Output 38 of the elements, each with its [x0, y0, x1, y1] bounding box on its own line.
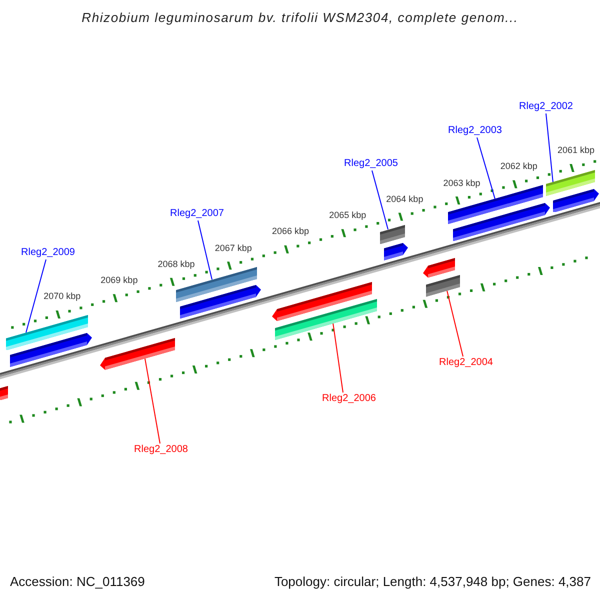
scale-label: 2070 kbp — [44, 291, 81, 302]
gene-label: Rleg2_2006 — [322, 393, 376, 405]
gene-bar — [0, 386, 8, 400]
gene-label: Rleg2_2003 — [448, 125, 502, 137]
scale-label: 2069 kbp — [100, 275, 138, 286]
scale-label: 2066 kbp — [272, 226, 310, 236]
pointed-gene-bar — [384, 243, 408, 261]
leader-line — [144, 358, 160, 444]
scale-label: 2068 kbp — [158, 258, 195, 269]
pointed-gene-bar — [423, 258, 455, 278]
scale-label: 2067 kbp — [214, 242, 252, 253]
pointed-gene-bar — [453, 202, 550, 241]
gene-bar — [380, 224, 405, 244]
gene-label: Rleg2_2008 — [134, 444, 188, 456]
gene-bar — [426, 274, 460, 297]
leader-line — [198, 220, 212, 280]
pointed-gene-bar — [553, 188, 599, 212]
gene-label: Rleg2_2005 — [344, 158, 398, 170]
pointed-gene-bar — [10, 333, 92, 368]
leader-line — [332, 322, 344, 393]
leader-line — [446, 290, 464, 357]
gene-label: Rleg2_2004 — [439, 357, 493, 369]
scale-label: 2065 kbp — [329, 210, 366, 220]
leader-line — [546, 113, 554, 183]
gene-label: Rleg2_2007 — [170, 208, 224, 220]
accession-text: Accession: NC_011369 — [10, 574, 145, 589]
genome-info-text: Topology: circular; Length: 4,537,948 bp; Genes: 4,387 — [274, 574, 591, 589]
scale-label: 2062 kbp — [500, 161, 538, 172]
gene-bar — [275, 298, 377, 340]
pointed-gene-bar — [100, 338, 175, 370]
scale-label: 2063 kbp — [443, 178, 480, 188]
leader-line — [476, 137, 496, 200]
gene-label: Rleg2_2002 — [519, 101, 573, 113]
diagram-title: Rhizobium leguminosarum bv. trifolii WSM2304, complete genom... — [82, 10, 518, 26]
scale-label: 2061 kbp — [557, 144, 595, 155]
gene-label: Rleg2_2009 — [21, 247, 75, 259]
pointed-gene-bar — [180, 285, 261, 319]
scale-label: 2064 kbp — [386, 194, 424, 204]
